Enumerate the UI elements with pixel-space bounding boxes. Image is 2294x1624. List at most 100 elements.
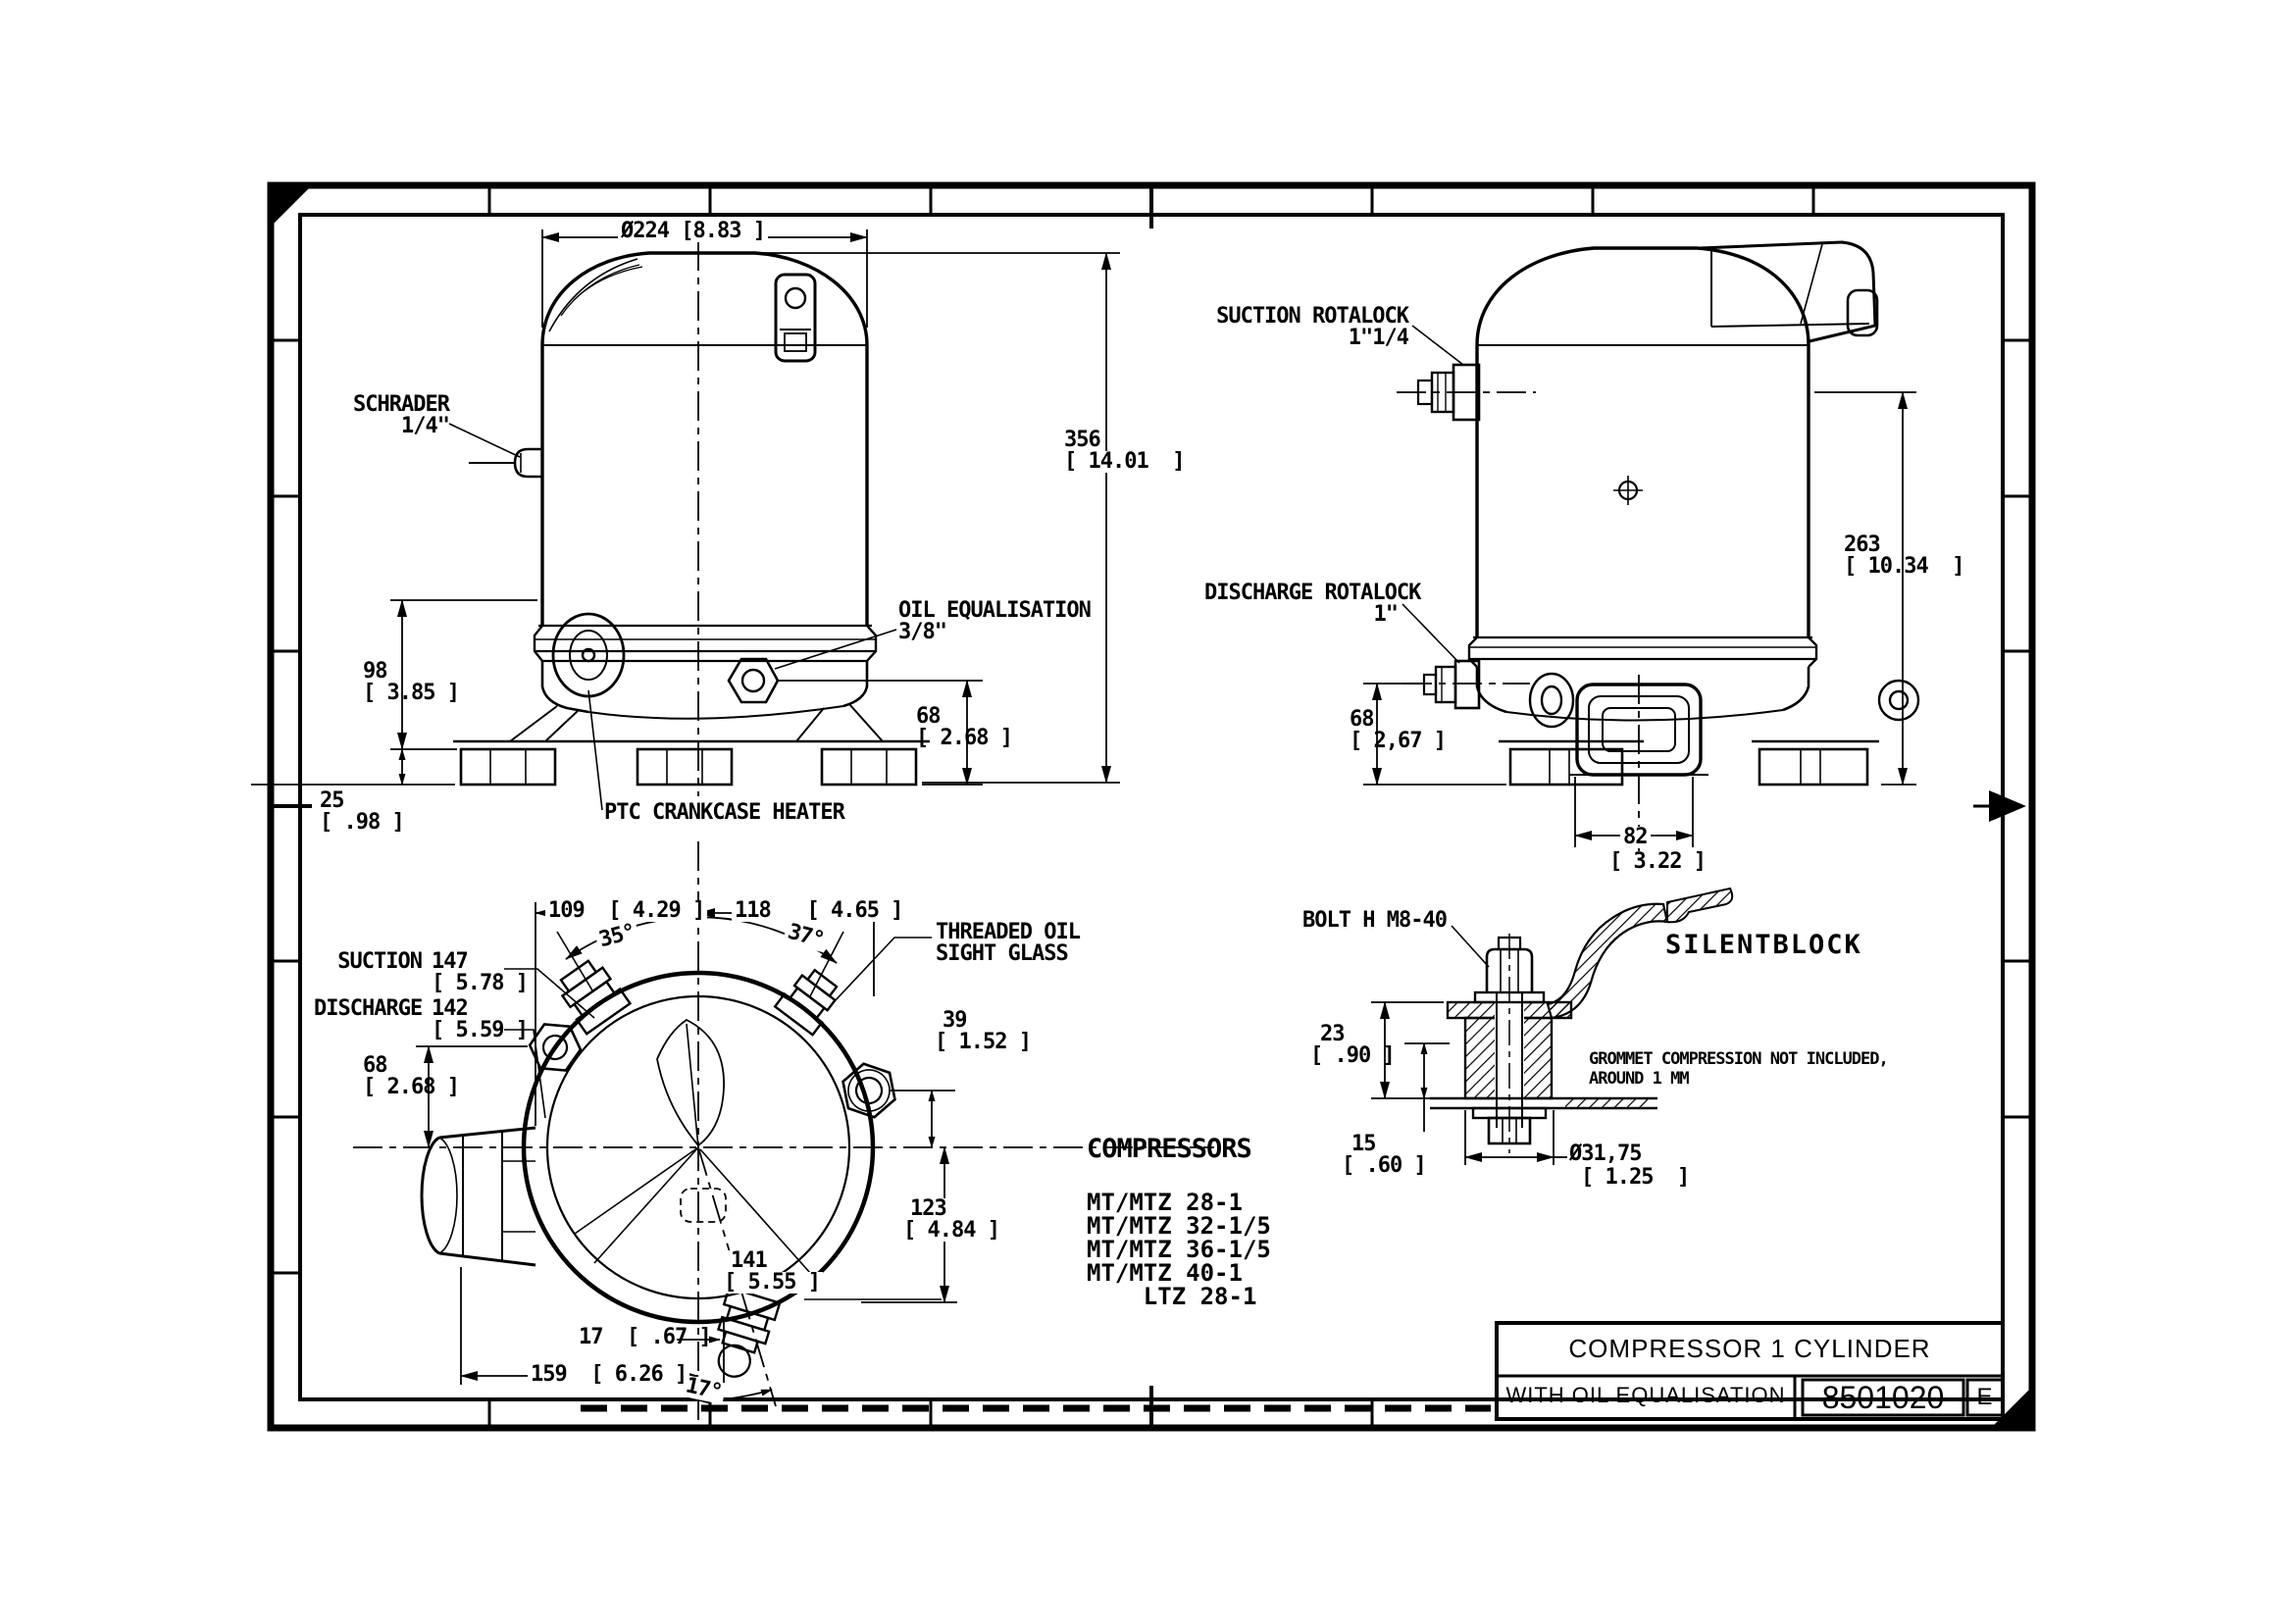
dim-68-top-in: [ 2.68 ] bbox=[363, 1075, 460, 1099]
bottom-fitting bbox=[716, 1286, 782, 1378]
side-view-dimensions bbox=[1363, 325, 1916, 847]
dim-147-in: [ 5.78 ] bbox=[432, 971, 529, 995]
front-view-art bbox=[453, 241, 930, 796]
grommet-note-2: AROUND 1 MM bbox=[1589, 1069, 1690, 1089]
silentblock-title: SILENTBLOCK bbox=[1665, 930, 1862, 960]
dim-141-in: [ 5.55 ] bbox=[721, 1272, 823, 1294]
hex-plug-upper-left bbox=[528, 1023, 583, 1072]
drawing-number: 8501020 bbox=[1821, 1380, 1945, 1415]
dim-142-in: [ 5.59 ] bbox=[432, 1018, 529, 1042]
frame-ticks-right bbox=[1973, 338, 2032, 1119]
dim-141-mm: 141 bbox=[728, 1250, 770, 1272]
suction-label: SUCTION bbox=[337, 949, 423, 974]
dim-68-front-mm: 68 bbox=[916, 704, 941, 729]
dim-23-in: [ .90 ] bbox=[1310, 1043, 1396, 1068]
silentblock-bracket-foot bbox=[1666, 887, 1734, 924]
silentblock-art bbox=[1430, 887, 1734, 1153]
dim-118: 118 [ 4.65 ] bbox=[732, 900, 906, 922]
sight-glass-label-1: THREADED OIL bbox=[936, 920, 1081, 944]
suction-fitting bbox=[559, 959, 633, 1036]
oil-equalisation-label: OIL EQUALISATION bbox=[898, 598, 1092, 623]
sheet-frame bbox=[267, 181, 2036, 1432]
dim-356-mm: 356 bbox=[1061, 430, 1103, 451]
dim-68-side-mm: 68 bbox=[1350, 707, 1374, 732]
dim-98-mm: 98 bbox=[363, 659, 387, 684]
suction-rotalock-size: 1"1/4 bbox=[1348, 326, 1409, 350]
drawing-title: COMPRESSOR 1 CYLINDER bbox=[1568, 1334, 1931, 1363]
dim-25-mm: 25 bbox=[320, 788, 344, 813]
dim-147-mm: 147 bbox=[432, 949, 469, 974]
bolt-label: BOLT H M8-40 bbox=[1302, 908, 1448, 933]
compressors-heading: COMPRESSORS bbox=[1087, 1134, 1252, 1164]
sight-glass-leader bbox=[833, 937, 932, 1003]
side-view-art bbox=[1397, 240, 1920, 855]
dim-15-in: [ .60 ] bbox=[1342, 1153, 1427, 1178]
dim-82-in: [ 3.22 ] bbox=[1606, 851, 1708, 873]
discharge-stub bbox=[420, 1126, 536, 1267]
dim-123-in: [ 4.84 ] bbox=[900, 1220, 1002, 1242]
schrader-size: 1/4" bbox=[401, 414, 450, 438]
dim-82-mm: 82 bbox=[1620, 827, 1651, 848]
dim-142-mm: 142 bbox=[432, 996, 469, 1021]
dim-39-mm: 39 bbox=[940, 1010, 970, 1032]
dim-109: 109 [ 4.29 ] bbox=[545, 900, 708, 922]
compressor-model: MT/MTZ 32-1/5 bbox=[1087, 1212, 1271, 1240]
hex-plug-right bbox=[841, 1062, 896, 1119]
dim-68-front-in: [ 2.68 ] bbox=[916, 726, 1013, 750]
dim-39-in: [ 1.52 ] bbox=[932, 1032, 1034, 1053]
oil-equalisation-port bbox=[727, 657, 780, 704]
suction-147-leader bbox=[504, 968, 595, 1019]
dim-356-in: [ 14.01 ] bbox=[1061, 451, 1188, 473]
dim-263-mm: 263 bbox=[1844, 533, 1881, 557]
dim-68-side-in: [ 2,67 ] bbox=[1350, 729, 1447, 753]
corner-mark-top-left bbox=[272, 186, 311, 226]
silentblock-bracket-arm bbox=[1546, 902, 1669, 1020]
oil-equalisation-size: 3/8" bbox=[898, 620, 947, 644]
compressor-model: MT/MTZ 36-1/5 bbox=[1087, 1236, 1271, 1263]
dim-25-in: [ .98 ] bbox=[320, 810, 405, 835]
schrader-leader bbox=[448, 423, 521, 458]
center-arrow-mark bbox=[1989, 790, 2026, 822]
dim-23-mm: 23 bbox=[1320, 1022, 1345, 1046]
dim-159: 159 [ 6.26 ] bbox=[528, 1364, 690, 1386]
dim-15-mm: 15 bbox=[1351, 1132, 1376, 1156]
dim-123-mm: 123 bbox=[907, 1198, 949, 1220]
mounting-feet bbox=[459, 747, 918, 787]
schrader-label: SCHRADER bbox=[353, 392, 450, 417]
dim-dia-grommet-mm: Ø31,75 bbox=[1569, 1142, 1642, 1166]
bolt-leader bbox=[1451, 925, 1490, 968]
discharge-rotalock-fitting bbox=[1422, 659, 1481, 710]
dim-dia-grommet-in: [ 1.25 ] bbox=[1581, 1165, 1690, 1190]
dim-98-in: [ 3.85 ] bbox=[363, 681, 460, 705]
dim-diameter-224: Ø224 [8.83 ] bbox=[618, 221, 768, 242]
silentblock-dimensions bbox=[1371, 925, 1567, 1165]
oil-sight-glass-fitting bbox=[773, 968, 839, 1037]
discharge-142-leader bbox=[504, 1029, 546, 1119]
suction-rotalock-label: SUCTION ROTALOCK bbox=[1216, 304, 1409, 329]
front-view-dimensions bbox=[251, 229, 1120, 811]
compressor-model: LTZ 28-1 bbox=[1087, 1283, 1257, 1310]
title-block-grid bbox=[1495, 1321, 2005, 1421]
drawing-subtitle: WITH OIL EQUALISATION bbox=[1505, 1383, 1786, 1407]
discharge-label: DISCHARGE bbox=[314, 996, 423, 1021]
ptc-heater-label: PTC CRANKCASE HEATER bbox=[604, 800, 845, 825]
revision-letter: E bbox=[1976, 1384, 1994, 1410]
oil-equalisation-leader bbox=[774, 629, 897, 670]
dim-17: 17 [ .67 ] bbox=[579, 1325, 712, 1349]
ptc-heater-leader bbox=[587, 689, 603, 811]
dim-263-in: [ 10.34 ] bbox=[1844, 554, 1964, 579]
lifting-lug bbox=[774, 273, 817, 363]
grommet-note-1: GROMMET COMPRESSION NOT INCLUDED, bbox=[1589, 1049, 1889, 1069]
frame-ticks-bottom bbox=[487, 1386, 1374, 1428]
dim-68-top-mm: 68 bbox=[363, 1053, 387, 1078]
compressor-model: MT/MTZ 28-1 bbox=[1087, 1189, 1243, 1216]
schrader-port bbox=[469, 447, 542, 479]
suction-rotalock-leader bbox=[1411, 325, 1464, 366]
discharge-rotalock-label: DISCHARGE ROTALOCK bbox=[1204, 581, 1421, 605]
discharge-rotalock-leader bbox=[1402, 603, 1460, 664]
discharge-rotalock-size: 1" bbox=[1373, 602, 1400, 627]
frame-ticks-top bbox=[487, 185, 1815, 228]
compressor-model: MT/MTZ 40-1 bbox=[1087, 1259, 1243, 1287]
